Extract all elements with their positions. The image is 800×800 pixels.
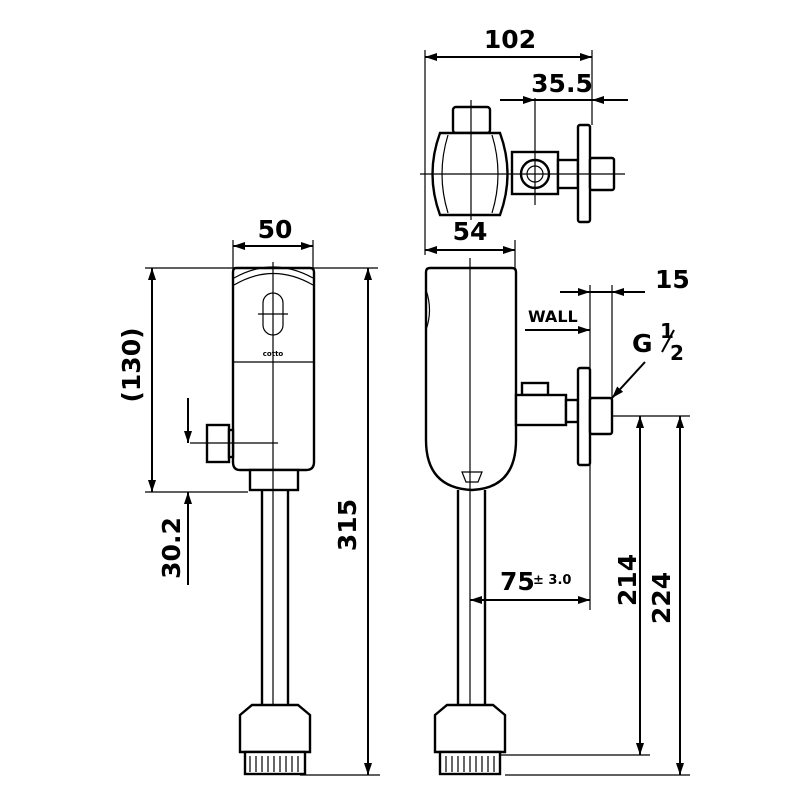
dim-label-15: 15 xyxy=(655,265,690,294)
dim-label-50: 50 xyxy=(258,215,293,244)
dim-label-214: 214 xyxy=(613,554,642,606)
dim-label-102: 102 xyxy=(484,25,536,54)
dim-label-315: 315 xyxy=(333,499,362,551)
dim-label-30-2: 30.2 xyxy=(157,517,186,579)
svg-text:G: G xyxy=(632,329,653,358)
dim-label-35-5: 35.5 xyxy=(531,69,593,98)
thread-leader xyxy=(611,361,646,399)
dim-label-224: 224 xyxy=(647,572,676,624)
svg-text:1: 1 xyxy=(660,319,674,343)
front-view: cotto xyxy=(190,262,316,776)
dim-tolerance: ± 3.0 xyxy=(533,573,571,588)
side-view xyxy=(424,258,614,776)
svg-text:2: 2 xyxy=(670,341,684,365)
wall-label: WALL xyxy=(528,307,578,326)
dim-label-54: 54 xyxy=(453,217,488,246)
thread-label: G 1 2 xyxy=(632,319,684,365)
top-view xyxy=(420,50,625,255)
dim-label-75: 75 xyxy=(500,567,535,596)
dim-label-130: (130) xyxy=(117,327,146,402)
